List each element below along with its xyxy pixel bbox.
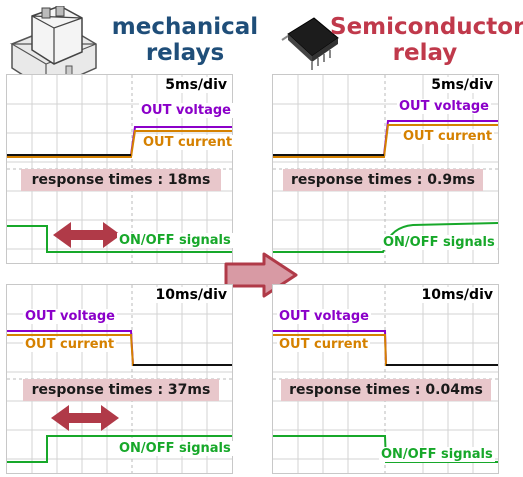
out-current-label: OUT current [23,337,117,352]
out-current-label: OUT current [141,135,235,150]
out-current-trace [273,124,498,158]
on-off-signals-label: ON/OFF signals [117,233,233,248]
response-time-label: response times : 37ms [23,379,219,401]
timebase-label: 10ms/div [153,287,229,303]
scope-panel-mechanical-10ms: 10ms/div OUT voltage OUT current respons… [6,284,233,474]
on-off-signal-trace [7,225,232,253]
mechanical-relays-title: mechanical relays [111,14,259,66]
out-voltage-label: OUT voltage [23,309,117,324]
on-off-signals-label: ON/OFF signals [379,447,495,462]
out-voltage-label: OUT voltage [277,309,371,324]
timebase-label: 10ms/div [419,287,495,303]
on-off-signals-label: ON/OFF signals [117,441,233,456]
mechanical-relay-icon [9,6,97,91]
out-current-trace [7,130,232,158]
semiconductor-chip-icon [281,17,339,70]
semiconductor-relay-title: Semiconductor relay [330,14,523,66]
response-time-label: response times : 0.9ms [283,169,483,191]
on-off-signals-label: ON/OFF signals [381,235,497,250]
out-current-label: OUT current [277,337,371,352]
scope-panel-mechanical-5ms: 5ms/div OUT voltage OUT current response… [6,74,235,264]
double-arrow-icon [51,405,119,431]
timebase-label: 5ms/div [163,77,229,93]
double-arrow-icon [53,222,121,248]
out-current-label: OUT current [401,129,495,144]
response-time-label: response times : 18ms [21,169,221,191]
scope-panel-semiconductor-5ms: 5ms/div OUT voltage OUT current response… [272,74,499,264]
on-off-signal-trace [7,435,232,463]
response-time-label: response times : 0.04ms [281,379,491,401]
out-voltage-label: OUT voltage [397,99,491,114]
timebase-label: 5ms/div [429,77,495,93]
out-voltage-label: OUT voltage [139,103,233,118]
scope-panel-semiconductor-10ms: 10ms/div OUT voltage OUT current respons… [272,284,499,474]
